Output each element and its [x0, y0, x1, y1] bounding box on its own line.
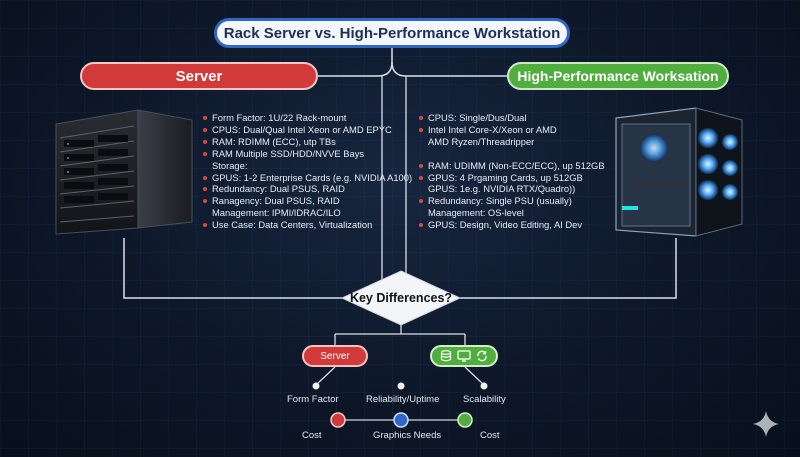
label-cost-server: Cost: [302, 430, 322, 441]
server-header: Server: [80, 62, 318, 90]
server-spec-item: Management: IPMI/IDRAC/ILO: [212, 207, 341, 219]
workstation-spec-item: RAM: UDIMM (Non-ECC/ECC), up 512GB: [419, 160, 605, 172]
server-spec-item: Storage:: [212, 159, 248, 171]
graphics-node: [393, 412, 409, 428]
server-spec-item: Redundancy: Dual PSUS, RAID: [203, 183, 412, 195]
workstation-spec-item: Intel Intel Core-X/Xeon or AMD: [419, 124, 605, 136]
page-title: Rack Server vs. High-Performance Worksta…: [214, 18, 570, 48]
workstation-header: High-Performance Worksation: [507, 62, 729, 90]
database-icon: [440, 350, 452, 362]
server-pill-small: Server: [302, 345, 368, 367]
label-form-factor: Form Factor: [287, 394, 339, 405]
label-scalability: Scalability: [463, 394, 506, 405]
workstation-image: [615, 107, 743, 237]
label-reliability: Reliability/Uptime: [366, 394, 440, 405]
server-spec-list: Form Factor: 1U/22 Rack-mount CPUS: Dual…: [203, 112, 412, 231]
server-spec-item: GPUS: 1-2 Enterprise Cards (e.g. NVIDIA …: [203, 172, 412, 184]
rack-server-image: [55, 109, 193, 235]
sparkle-icon: [753, 411, 779, 437]
workstation-spec-item: CPUS: Single/Dus/Dual: [419, 112, 605, 124]
workstation-spec-spacer: [419, 148, 605, 160]
monitor-icon: [457, 350, 471, 362]
workstation-spec-item: AMD Ryzen/Threadripper: [428, 135, 535, 147]
workstation-spec-item: Redundancy: Single PSU (usually): [419, 195, 605, 207]
workstation-spec-item: GPUS: 1e.g. NVIDIA RTX/Quadro)): [428, 183, 576, 195]
label-graphics-needs: Graphics Needs: [373, 430, 442, 441]
server-spec-item: Use Case: Data Centers, Virtualization: [203, 219, 412, 231]
workstation-spec-list: CPUS: Single/Dus/Dual Intel Intel Core-X…: [419, 112, 605, 231]
sync-icon: [477, 350, 487, 362]
server-spec-item: Ranagency: Dual PSUS, RAID: [203, 195, 412, 207]
workstation-icons-pill: [430, 345, 498, 367]
server-spec-item: Form Factor: 1U/22 Rack-mount: [203, 112, 412, 124]
server-spec-item: CPUS: Dual/Qual Intel Xeon or AMD EPYC: [203, 124, 412, 136]
cost-node-workstation: [457, 412, 473, 428]
key-differences-label: Key Differences?: [349, 291, 453, 305]
server-spec-item: RAM Multiple SSD/HDD/NVVE Bays: [203, 148, 412, 160]
workstation-spec-item: GPUS: 4 Prgaming Cards, up 512GB: [419, 172, 605, 184]
workstation-spec-item: GPUS: Design, Video Editing, AI Dev: [419, 219, 605, 231]
workstation-spec-item: Management: OS-level: [428, 207, 524, 219]
server-spec-item: RAM: RDIMM (ECC), utp TBs: [203, 136, 412, 148]
label-cost-workstation: Cost: [480, 430, 500, 441]
cost-node-server: [330, 412, 346, 428]
